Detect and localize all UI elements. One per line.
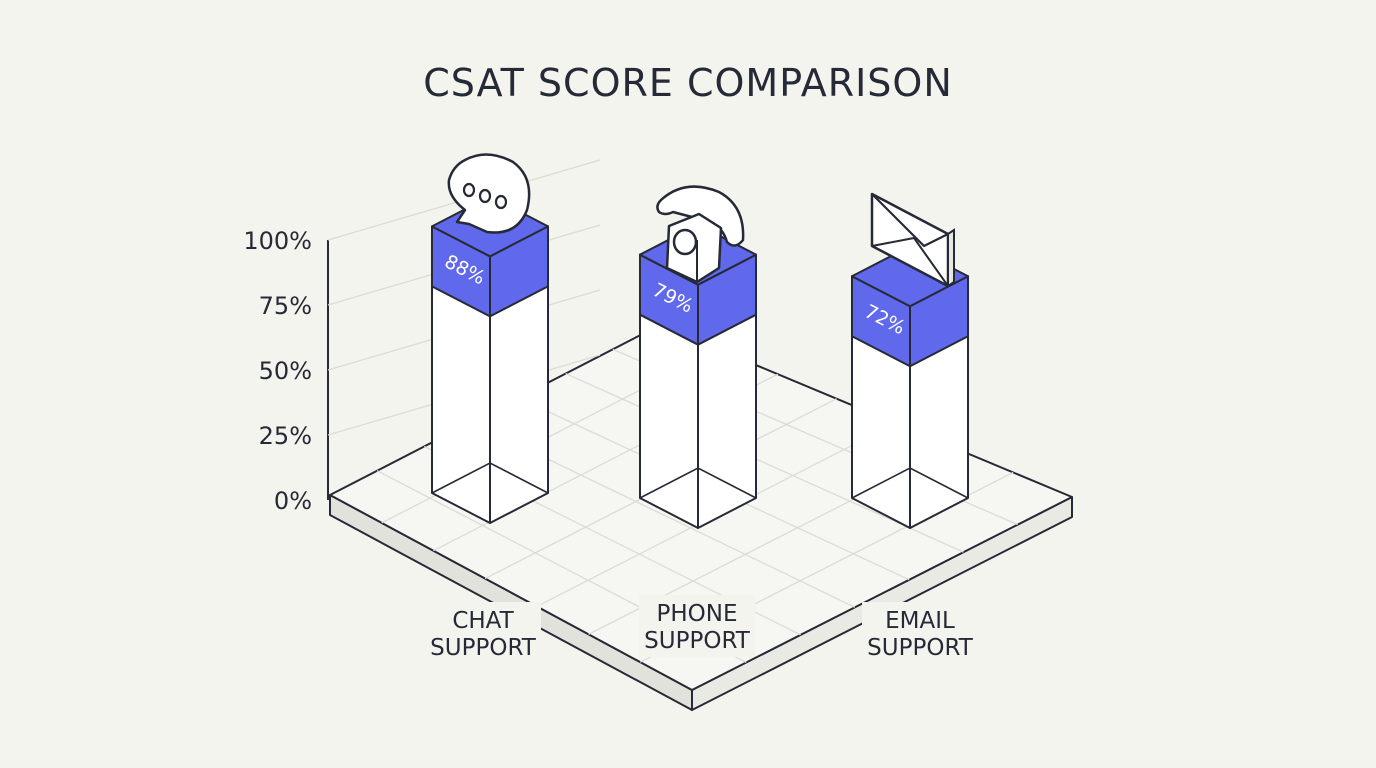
chart-title: CSAT SCORE COMPARISON [423,61,953,105]
category-label: SUPPORT [430,635,537,661]
chat-bubble-icon [447,153,531,234]
bar-3: 72% [851,245,969,529]
category-label-backdrop [425,602,541,664]
category-label: PHONE [656,601,737,627]
y-tick-label: 50% [259,357,312,385]
phone-dial [672,228,698,256]
y-tick-label: 25% [259,422,312,450]
envelope-side [947,228,955,288]
category-label: CHAT [452,608,514,634]
envelope-fold [871,237,949,287]
category-label: SUPPORT [644,628,751,654]
telephone-icon [656,185,745,284]
chat-dot [494,194,508,210]
category-label: EMAIL [885,608,955,634]
y-tick-label: 75% [259,292,312,320]
chat-dot [462,182,476,198]
bar-inner-edge [639,467,757,499]
category-label-backdrop [639,595,755,657]
y-tick-label: 0% [274,487,312,515]
bar-1: 88% [431,195,549,524]
icons-layer [447,153,955,288]
bars-layer: 88% 79% 72% [431,195,969,529]
bar-inner-edge [851,467,969,499]
chat-dot [478,188,492,204]
bar-2: 79% [639,223,757,529]
y-tick-label: 100% [243,227,312,255]
envelope-icon [870,192,955,288]
envelope-flap [871,193,949,248]
category-label-backdrop [862,602,978,664]
bar-inner-edge [431,462,549,494]
category-label: SUPPORT [867,635,974,661]
